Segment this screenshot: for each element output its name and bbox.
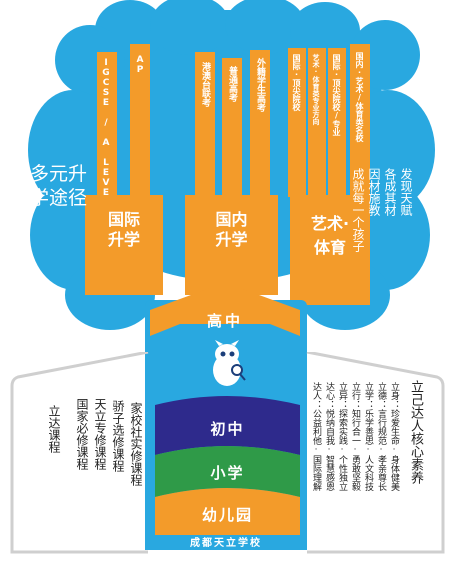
right-col-6: 达心：悦纳自我·智慧感恩 (324, 382, 334, 491)
right-title: 立己达人核心素养 (408, 380, 423, 484)
pillar-arts-1: 国际·顶尖院校 (292, 54, 301, 111)
right-top-3: 因材施教 (367, 168, 381, 216)
pillar-intl-2: IGCSE / A LEVEL (101, 58, 111, 208)
pillar-domestic-2: 普通高考 (227, 66, 237, 102)
right-top-4: 成就每一个孩子 (351, 168, 365, 252)
left-bracket (10, 352, 149, 554)
left-course-4: 国家必修课程 (75, 398, 89, 470)
left-course-1: 家校社实修课程 (129, 402, 143, 486)
bands-shape (155, 396, 300, 535)
head-intl-label: 国际升学 (107, 210, 140, 249)
right-col-5: 立异：探索实践·个性独立 (337, 382, 347, 491)
left-course-5: 立达课程 (47, 405, 61, 453)
band-kinder: 幼儿园 (201, 505, 253, 524)
right-col-3: 立学：乐学善思·人文科技 (363, 382, 373, 491)
right-col-4: 立行：知行合一·勇敢坚毅 (350, 382, 360, 491)
band-primary: 小学 (210, 463, 245, 482)
school-name-en: CHENGDU TIAN LI SCHOOL (192, 551, 260, 557)
pillar-domestic-3: 外籍学生高考 (255, 58, 265, 112)
right-col-1: 立身：珍爱生命·身体健美 (389, 382, 399, 491)
right-top-text: 发现天赋 各成其材 因材施教 成就每一个孩子 (350, 168, 414, 252)
left-title: 多元升学途径 (30, 163, 88, 209)
right-col-7: 达人：公益利他·国际理解 (311, 382, 321, 491)
pillar-arts-4: 国内·艺术/体育类名校 (355, 52, 364, 142)
right-col-2: 立德：言行规范·孝亲尊长 (376, 382, 386, 491)
head-arts-block (290, 195, 370, 305)
left-course-3: 天立专修课程 (93, 398, 107, 470)
pillar-arts-3: 国际·顶尖院校/专业 (332, 54, 341, 136)
head-intl-block (85, 195, 163, 295)
right-top-2: 各成其材 (383, 168, 397, 216)
school-name: 成都天立学校 (190, 538, 262, 549)
left-course-2: 骄子选修课程 (111, 400, 125, 472)
pillar-arts-2: 艺术·体育类专业方向 (312, 54, 320, 125)
roof-shape (150, 288, 300, 336)
right-bracket (306, 352, 445, 554)
mascot-icon (213, 340, 246, 386)
head-arts-label: 艺术·体育 (310, 214, 350, 257)
head-domestic-block (185, 195, 278, 295)
roof-label: 高中 (206, 312, 243, 330)
pillar-domestic-1: 港澳台联考 (200, 62, 210, 107)
head-domestic-label: 国内升学 (215, 210, 248, 249)
right-top-1: 发现天赋 (399, 168, 413, 216)
band-junior: 初中 (210, 419, 245, 438)
pillar-intl-1: AP (135, 55, 145, 75)
